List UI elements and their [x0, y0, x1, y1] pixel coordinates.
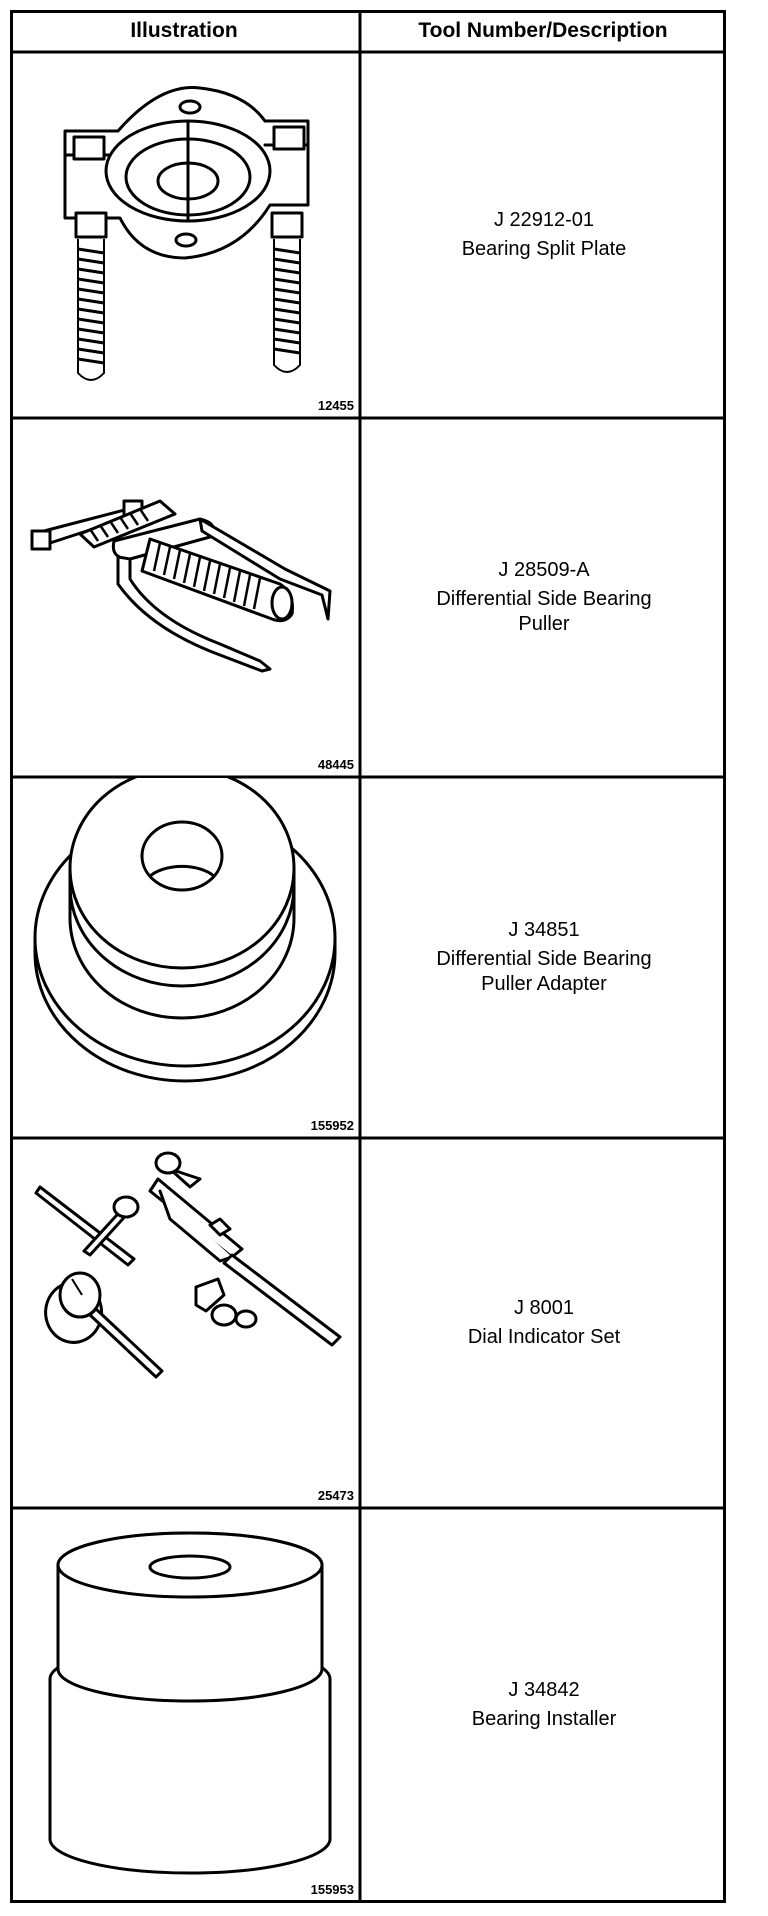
- table-row-4-illustration-cell: 25473: [10, 1139, 362, 1507]
- bearing-split-plate-illustration: [63, 86, 310, 381]
- special-tools-table: Illustration Tool Number/Description: [10, 10, 726, 1903]
- bearing-installer-illustration: [48, 1531, 332, 1875]
- table-row-2-illustration-cell: 48445: [10, 419, 362, 776]
- figure-number: 12455: [317, 398, 354, 413]
- dial-indicator-set-illustration: [34, 1151, 342, 1379]
- tool-description: Bearing Split Plate: [461, 238, 627, 260]
- figure-number: 48445: [317, 757, 354, 772]
- figure-number: 25473: [317, 1488, 354, 1503]
- tool-number: J 8001: [513, 1297, 575, 1319]
- tool-number: J 34842: [508, 1679, 580, 1701]
- table-row-3-description-cell: J 34851 Differential Side Bearing Puller…: [362, 778, 726, 1137]
- table-row-2-description-cell: J 28509-A Differential Side Bearing Pull…: [362, 419, 726, 776]
- tool-description: Differential Side Bearing Puller: [436, 588, 652, 635]
- tool-number: J 22912-01: [493, 209, 595, 231]
- tool-description: Differential Side Bearing Puller Adapter: [436, 948, 652, 995]
- figure-number: 155953: [310, 1882, 354, 1897]
- tool-number: J 34851: [508, 919, 580, 941]
- header-illustration: Illustration: [130, 19, 238, 42]
- figure-number: 155952: [310, 1118, 354, 1133]
- table-row-4-description-cell: J 8001 Dial Indicator Set: [362, 1139, 726, 1507]
- tool-number: J 28509-A: [498, 559, 590, 581]
- table-row-3-illustration-cell: 155952: [10, 778, 362, 1137]
- header-tool-number-description: Tool Number/Description: [418, 19, 668, 42]
- table-row-5-description-cell: J 34842 Bearing Installer: [362, 1509, 726, 1901]
- tool-description: Bearing Installer: [471, 1708, 617, 1730]
- table-row-5-illustration-cell: 155953: [10, 1509, 362, 1901]
- table-grid: [10, 10, 726, 1903]
- side-bearing-puller-illustration: [30, 499, 332, 673]
- table-row-1-illustration-cell: 12455: [10, 53, 362, 417]
- table-row-1-description-cell: J 22912-01 Bearing Split Plate: [362, 53, 726, 417]
- puller-adapter-illustration: [33, 778, 337, 1083]
- tool-description: Dial Indicator Set: [467, 1326, 621, 1348]
